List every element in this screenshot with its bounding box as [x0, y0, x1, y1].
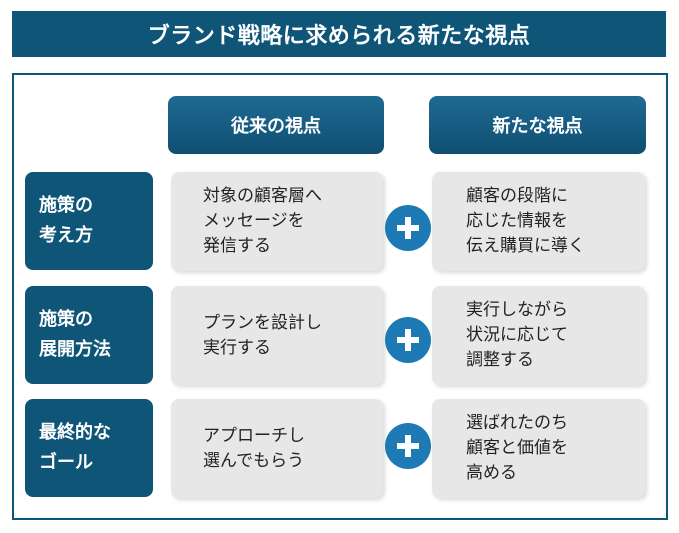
cell-old-deployment: プランを設計し 実行する — [171, 286, 383, 385]
page-title: ブランド戦略に求められる新たな視点 — [12, 11, 666, 57]
cell-old-goal: アプローチし 選んでもらう — [171, 399, 383, 498]
cell-new-goal: 選ばれたのち 顧客と価値を 高める — [432, 399, 645, 498]
column-header-old: 従来の視点 — [168, 96, 384, 154]
plus-icon — [385, 317, 431, 363]
row-label-goal: 最終的な ゴール — [25, 399, 153, 497]
column-header-new: 新たな視点 — [429, 96, 646, 154]
cell-old-approach: 対象の顧客層へ メッセージを 発信する — [171, 172, 383, 271]
cell-new-approach: 顧客の段階に 応じた情報を 伝え購買に導く — [432, 172, 645, 271]
row-label-deployment: 施策の 展開方法 — [25, 286, 153, 384]
row-label-approach: 施策の 考え方 — [25, 172, 153, 270]
plus-icon — [385, 423, 431, 469]
cell-new-deployment: 実行しながら 状況に応じて 調整する — [432, 286, 645, 385]
plus-icon — [385, 205, 431, 251]
